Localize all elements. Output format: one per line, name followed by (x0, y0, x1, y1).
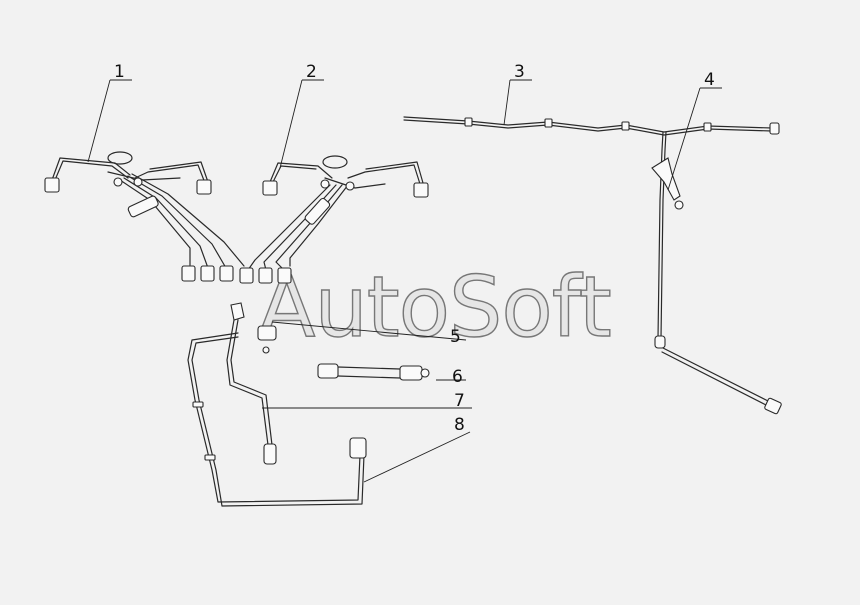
callout-4: 4 (704, 70, 715, 90)
part-1-injection-pipes-left (44, 151, 245, 282)
watermark: AutoSoft (258, 258, 611, 356)
leader-lines (87, 79, 722, 483)
callout-5: 5 (450, 327, 461, 347)
callout-7: 7 (454, 391, 465, 411)
part-4-drain-pipe (651, 131, 782, 415)
callout-2: 2 (306, 62, 317, 82)
callout-1: 1 (114, 62, 125, 82)
part-3-return-line (403, 116, 780, 136)
part-2-injection-pipes-right (239, 155, 429, 284)
part-5-clamp (257, 325, 277, 354)
part-8-bent-pipe (187, 332, 367, 507)
callout-6: 6 (452, 367, 463, 387)
callout-numbers: 1 2 3 4 5 6 7 8 (114, 62, 715, 435)
callout-3: 3 (514, 62, 525, 82)
part-7-fuel-pipe (226, 302, 277, 465)
part-6-hose (317, 363, 430, 381)
callout-8: 8 (454, 415, 465, 435)
